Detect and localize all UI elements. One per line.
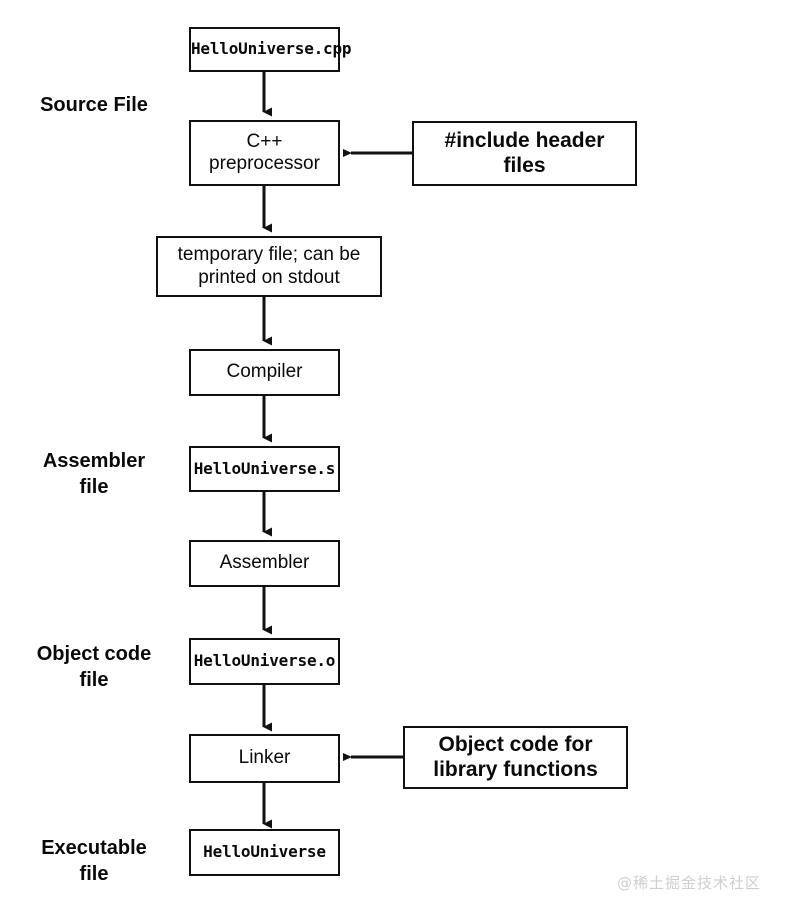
node-cpp-preprocessor-label: C++ preprocessor <box>209 130 320 174</box>
node-linker[interactable]: Linker <box>189 734 340 783</box>
node-include-header-files[interactable]: #include header files <box>412 121 637 186</box>
node-hellouniverse-cpp[interactable]: HelloUniverse.cpp <box>189 27 352 72</box>
node-assembler[interactable]: Assembler <box>189 540 340 587</box>
node-linker-label: Linker <box>238 747 291 769</box>
node-temporary-file-label: temporary file; can be printed on stdout <box>177 244 361 288</box>
node-hellouniverse-o[interactable]: HelloUniverse.o <box>189 638 340 685</box>
node-hellouniverse-executable-label: HelloUniverse <box>203 842 326 862</box>
node-object-code-library[interactable]: Object code for library functions <box>403 726 628 789</box>
node-cpp-preprocessor[interactable]: C++ preprocessor <box>189 120 340 186</box>
node-compiler[interactable]: Compiler <box>189 349 340 396</box>
node-object-code-library-label: Object code for library functions <box>433 732 598 781</box>
node-hellouniverse-o-label: HelloUniverse.o <box>193 651 336 671</box>
side-label-object-code-file: Object code file <box>36 643 152 691</box>
node-hellouniverse-s[interactable]: HelloUniverse.s <box>189 446 340 492</box>
watermark-text: @稀土掘金技术社区 <box>617 874 762 892</box>
node-include-header-files-label: #include header files <box>444 128 605 177</box>
node-hellouniverse-s-label: HelloUniverse.s <box>193 458 336 478</box>
side-label-executable-file: Executable file <box>41 837 147 885</box>
node-assembler-label: Assembler <box>219 552 310 574</box>
side-label-source-file: Source File <box>40 94 148 116</box>
node-compiler-label: Compiler <box>226 361 303 383</box>
side-label-assembler-file: Assembler file <box>42 450 146 498</box>
node-temporary-file[interactable]: temporary file; can be printed on stdout <box>156 236 382 297</box>
node-hellouniverse-executable[interactable]: HelloUniverse <box>189 829 340 876</box>
node-hellouniverse-cpp-label: HelloUniverse.cpp <box>191 39 352 59</box>
